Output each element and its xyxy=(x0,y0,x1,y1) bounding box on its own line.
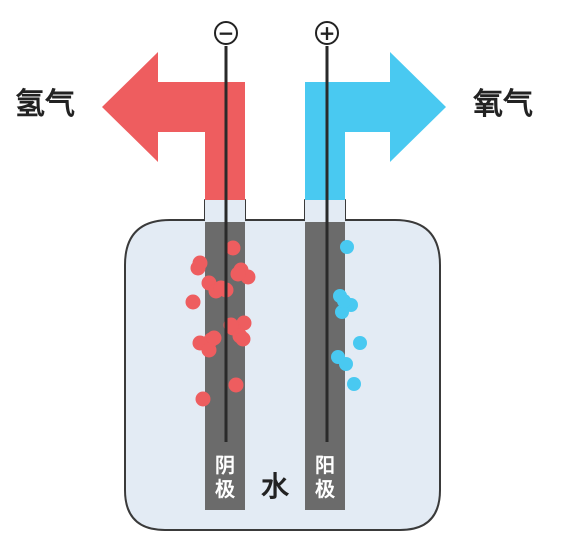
anode-label-char-2: 极 xyxy=(315,477,336,501)
oxygen-bubble xyxy=(353,336,367,350)
oxygen-outlet-arrow xyxy=(305,52,446,203)
water-label: 水 xyxy=(261,470,290,503)
oxygen-bubble xyxy=(335,305,349,319)
oxygen-bubbles xyxy=(331,240,367,391)
hydrogen-bubble xyxy=(228,377,244,393)
anode-electrode xyxy=(305,222,345,510)
oxygen-bubble xyxy=(339,357,353,371)
anode-label-char-1: 阳 xyxy=(315,453,335,477)
hydrogen-bubble xyxy=(185,294,201,310)
positive-terminal-sign: + xyxy=(319,21,336,45)
positive-terminal: + xyxy=(315,21,339,45)
hydrogen-bubble xyxy=(195,391,211,407)
hydrogen-bubble xyxy=(190,260,206,276)
hydrogen-label: 氢气 xyxy=(15,87,75,122)
hydrogen-bubble xyxy=(225,240,241,256)
oxygen-label: 氧气 xyxy=(473,87,533,122)
oxygen-bubble xyxy=(347,377,361,391)
right-neck xyxy=(305,200,345,222)
hydrogen-bubbles xyxy=(185,240,256,407)
negative-terminal: − xyxy=(214,21,238,45)
plus-circle-icon xyxy=(315,21,339,45)
oxygen-bubble xyxy=(337,294,351,308)
oxygen-bubble xyxy=(340,240,354,254)
hydrogen-outlet-arrow xyxy=(102,52,245,203)
hydrogen-bubble xyxy=(201,342,217,358)
minus-circle-icon xyxy=(214,21,238,45)
hydrogen-bubble xyxy=(206,330,222,346)
negative-terminal-sign: − xyxy=(218,21,235,45)
cathode-label-char-1: 阴 xyxy=(215,453,235,477)
hydrogen-bubble xyxy=(230,266,246,282)
hydrogen-bubble xyxy=(235,331,251,347)
cathode-label-char-2: 极 xyxy=(215,477,236,501)
